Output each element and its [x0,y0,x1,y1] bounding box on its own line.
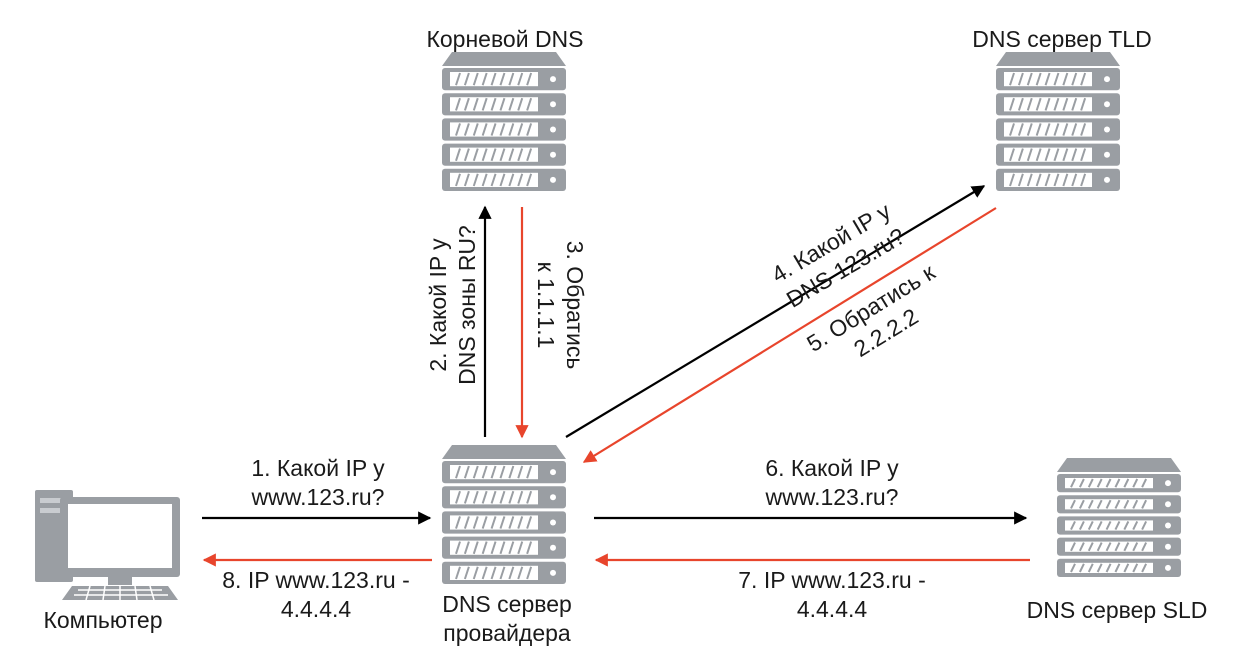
step-3-label-line1: 3. Обратись [562,241,588,370]
step-2-label-line1: 2. Какой IP у [425,238,451,372]
tld-dns-label: DNS сервер TLD [972,26,1151,52]
provider-dns-label-line2: провайдера [443,620,571,646]
computer-label: Компьютер [43,607,162,633]
provider-dns-label-line1: DNS сервер [442,591,572,617]
step-8-label-line1: 8. IP www.123.ru - [222,567,410,593]
step-6-label-line1: 6. Какой IP у [765,455,899,481]
root-dns-server-icon [442,52,566,191]
step-7-label-line1: 7. IP www.123.ru - [738,567,926,593]
step-2-label-line2: DNS зоны RU? [454,225,480,385]
step-8-label-line2: 4.4.4.4 [281,596,352,622]
sld-dns-label: DNS сервер SLD [1027,597,1208,623]
root-dns-label: Корневой DNS [426,26,583,52]
sld-dns-server-icon [1057,458,1181,577]
arrow-step-4 [565,185,986,438]
step-7-label-line2: 4.4.4.4 [797,596,868,622]
arrow-step-5 [582,207,997,463]
step-1-label-line2: www.123.ru? [251,484,385,510]
step-1-label-line1: 1. Какой IP у [251,455,385,481]
step-6-label-line2: www.123.ru? [765,484,899,510]
step-3-label-line2: к 1.1.1.1 [533,262,559,349]
provider-dns-server-icon [442,445,566,584]
tld-dns-server-icon [996,52,1120,191]
computer-icon [35,490,180,601]
